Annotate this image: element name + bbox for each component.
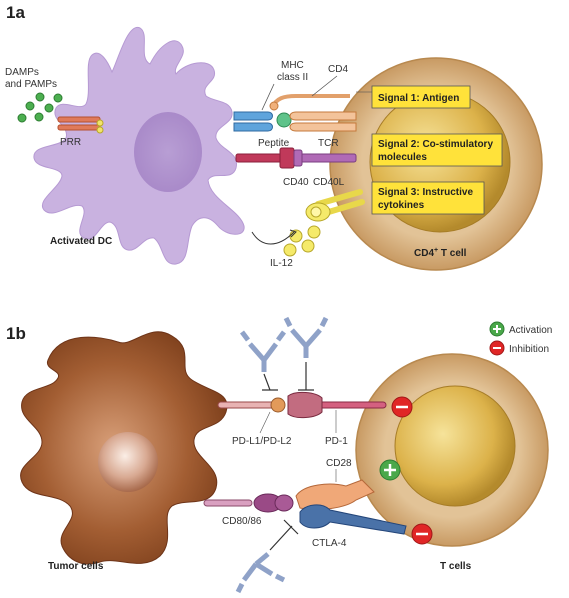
damps-pamps-dots [17,92,63,123]
cd40 [235,147,295,169]
signal-2-line2: molecules [378,152,427,163]
peptide-label: Peptite [258,138,290,149]
il12-cytokines [283,225,321,257]
il12-arrow [251,231,295,245]
signal-1-text: Signal 1: Antigen [378,93,459,104]
panel-1b-label: 1b [6,324,26,343]
cd4-t-cell-label: CD4+ T cell [414,247,467,259]
cd8086-molecule [203,493,294,513]
signal-2-box: Signal 2: Co-stimulatory molecules [371,133,503,167]
ctla4-molecule [299,504,407,535]
pdl1-molecule [217,397,286,413]
legend-inhibition-label: Inhibition [509,344,549,355]
panel-1a-label: 1a [6,3,25,22]
antibody-anti-pdl1 [240,330,286,372]
legend: Activation Inhibition [489,321,552,356]
peptide [276,112,292,128]
cd4-label: CD4 [328,64,348,75]
panel-1a: 1a DAMPs and PAMPs PRR [5,3,543,271]
signal-3-box: Signal 3: Instructive cytokines [371,181,485,215]
cd28-molecule [295,479,375,511]
prr-label: PRR [60,137,81,148]
t-cells-label: T cells [440,561,472,572]
tumor-cells-label: Tumor cells [48,561,104,572]
blocking-symbol-pdl1 [262,373,278,391]
activated-dc-label: Activated DC [50,236,112,247]
mhc-label: MHC [281,60,304,71]
class-ii-label: class II [277,72,308,83]
pd1-molecule [287,391,387,419]
prr-receptor [57,116,104,134]
blocking-symbol-ctla4 [269,519,299,551]
tumor-cell-nucleus [98,432,158,492]
antibody-anti-pd1 [283,316,329,358]
damps-label: DAMPs [5,67,39,78]
ctla4-inhibition-icon [411,523,433,545]
signal-1-box: Signal 1: Antigen [371,85,471,109]
signal-3-line1: Signal 3: Instructive [378,187,473,198]
il12-receptor [305,189,365,222]
cd40l [293,149,357,167]
pdl1-label: PD-L1/PD-L2 [232,436,292,447]
cd8086-label: CD80/86 [222,516,262,527]
signal-3-line2: cytokines [378,200,425,211]
antibody-anti-ctla4 [235,552,286,594]
cd40-label: CD40 [283,177,309,188]
legend-activation-label: Activation [509,325,552,336]
cd28-activation-icon [379,459,401,481]
and-pamps-label: and PAMPs [5,79,57,90]
blocking-symbol-pd1 [298,362,314,391]
cd40l-label: CD40L [313,177,345,188]
tcr [289,111,357,132]
signal-2-line1: Signal 2: Co-stimulatory [378,139,493,150]
tcr-label: TCR [318,138,339,149]
panel-1b: 1b Activation Inhibition PD-L1/PD-L2 PD-… [6,316,552,594]
cd28-label: CD28 [326,458,352,469]
dendritic-cell-nucleus [134,112,202,192]
ctla4-label: CTLA-4 [312,538,347,549]
cd4-molecule [270,94,350,109]
il12-label: IL-12 [270,258,293,269]
t-cell-nucleus [394,385,516,507]
mhc-class-ii [233,111,273,132]
pd1-label: PD-1 [325,436,348,447]
pd1-inhibition-icon [391,396,413,418]
